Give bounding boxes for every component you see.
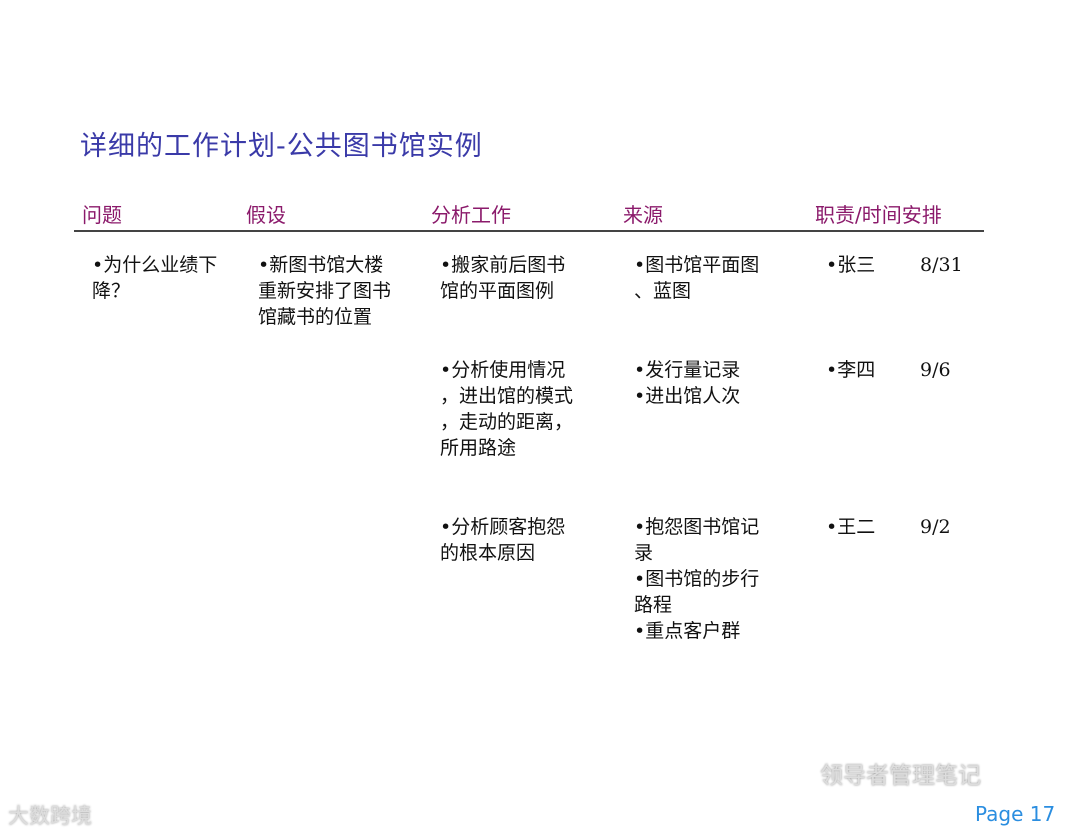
source-cell: •抱怨图书馆记录 •图书馆的步行路程 •重点客户群 <box>634 514 759 644</box>
page-number: Page 17 <box>975 802 1056 826</box>
text-line: •分析顾客抱怨 <box>440 516 566 538</box>
text-line: •新图书馆大楼 <box>258 254 384 276</box>
text-line: •进出馆人次 <box>634 385 741 407</box>
owner-cell: •李四 <box>826 359 876 381</box>
text-line: 降？ <box>92 280 131 302</box>
text-line: 所用路途 <box>440 437 517 459</box>
text-line: •发行量记录 <box>634 359 741 381</box>
text-line: 的根本原因 <box>440 542 536 564</box>
text-line: 重新安排了图书 <box>258 280 392 302</box>
text-line: 馆的平面图例 <box>440 280 555 302</box>
analysis-cell: •搬家前后图书馆的平面图例 <box>440 252 565 304</box>
header-problem: 问题 <box>82 203 122 227</box>
text-line: 馆藏书的位置 <box>258 306 373 328</box>
text-line: •抱怨图书馆记 <box>634 516 760 538</box>
header-hypothesis: 假设 <box>246 203 286 227</box>
text-line: •分析使用情况 <box>440 359 566 381</box>
date-cell: 8/31 <box>920 254 963 276</box>
date-cell: 9/6 <box>920 359 951 381</box>
slide-title: 详细的工作计划-公共图书馆实例 <box>80 131 483 162</box>
text-line: •图书馆平面图 <box>634 254 760 276</box>
header-divider <box>74 230 984 232</box>
header-analysis: 分析工作 <box>431 203 511 227</box>
watermark-right: 领导者管理笔记 <box>820 763 981 789</box>
text-line: 录 <box>634 542 654 564</box>
header-source: 来源 <box>623 203 663 227</box>
text-line: ，进出馆的模式 <box>440 385 574 407</box>
date-cell: 9/2 <box>920 516 951 538</box>
problem-cell: •为什么业绩下 降？ <box>92 252 217 304</box>
watermark-left: 大数跨境 <box>8 804 92 828</box>
header-responsibility: 职责/时间安排 <box>815 203 942 227</box>
hypothesis-cell: •新图书馆大楼 重新安排了图书 馆藏书的位置 <box>258 252 391 330</box>
text-line: 、蓝图 <box>634 280 692 302</box>
analysis-cell: •分析顾客抱怨的根本原因 <box>440 514 565 566</box>
owner-cell: •王二 <box>826 516 876 538</box>
text-line: •搬家前后图书 <box>440 254 566 276</box>
text-line: •图书馆的步行 <box>634 568 760 590</box>
text-line: •重点客户群 <box>634 620 741 642</box>
text-line: ，走动的距离， <box>440 411 574 433</box>
owner-cell: •张三 <box>826 254 876 276</box>
text-line: •为什么业绩下 <box>92 254 218 276</box>
source-cell: •图书馆平面图、蓝图 <box>634 252 759 304</box>
text-line: 路程 <box>634 594 673 616</box>
analysis-cell: •分析使用情况 ，进出馆的模式 ，走动的距离， 所用路途 <box>440 357 573 461</box>
source-cell: •发行量记录 •进出馆人次 <box>634 357 740 409</box>
